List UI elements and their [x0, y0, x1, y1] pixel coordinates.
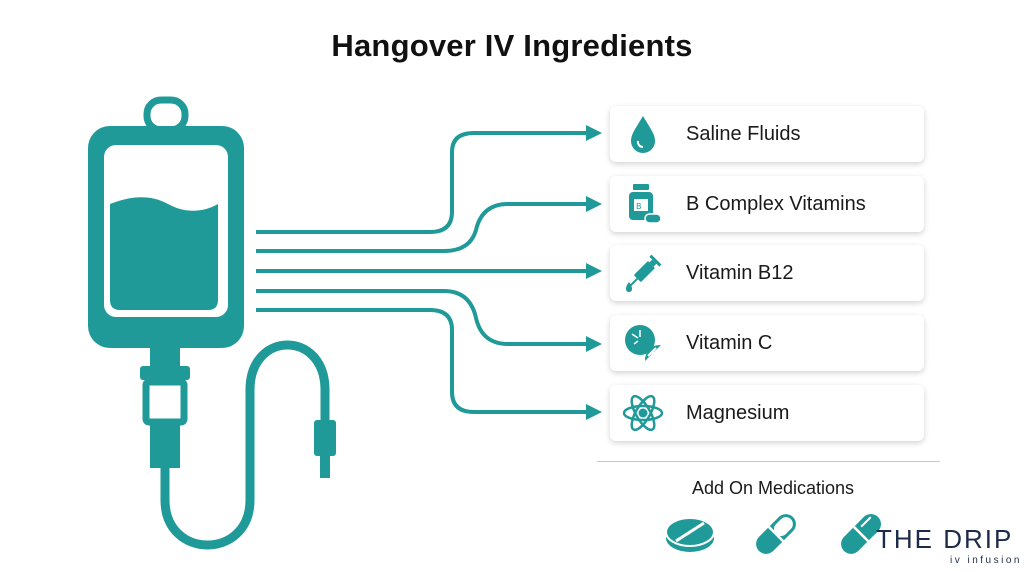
iv-bag-icon: [88, 96, 336, 550]
ingredient-label: Vitamin C: [686, 331, 773, 354]
ingredient-label: Saline Fluids: [686, 122, 801, 145]
ingredient-label: Vitamin B12: [686, 261, 794, 284]
logo-main-text: THE DRIP: [876, 524, 1014, 554]
logo-sub-text: iv infusion: [950, 555, 1022, 566]
ingredient-card-vitamin-c: Vitamin C: [610, 315, 924, 371]
water-drop-icon: [614, 106, 672, 162]
ingredient-card-b12: Vitamin B12: [610, 245, 924, 301]
ingredient-label: Magnesium: [686, 401, 790, 424]
addon-title: Add On Medications: [691, 478, 855, 498]
syringe-icon: [614, 245, 672, 301]
ingredient-label: B Complex Vitamins: [686, 192, 866, 215]
vitamin-bottle-icon: B: [614, 176, 672, 232]
connector-lines: [256, 131, 588, 414]
citrus-slice-icon: [614, 315, 672, 371]
ingredient-card-saline: Saline Fluids: [610, 106, 924, 162]
ingredient-card-b-complex: B B Complex Vitamins: [610, 176, 924, 232]
brand-logo: THE DRIP iv infusion: [876, 526, 1024, 570]
capsule-icon: [748, 508, 804, 560]
page-title: Hangover IV Ingredients: [331, 28, 693, 63]
ingredient-card-magnesium: Magnesium: [610, 385, 924, 441]
tablet-icon: [662, 508, 718, 560]
arrowheads: [586, 125, 602, 420]
svg-text:B: B: [636, 202, 642, 211]
divider: [597, 461, 940, 462]
atom-icon: [614, 385, 672, 441]
capsule-icon: [833, 508, 889, 560]
